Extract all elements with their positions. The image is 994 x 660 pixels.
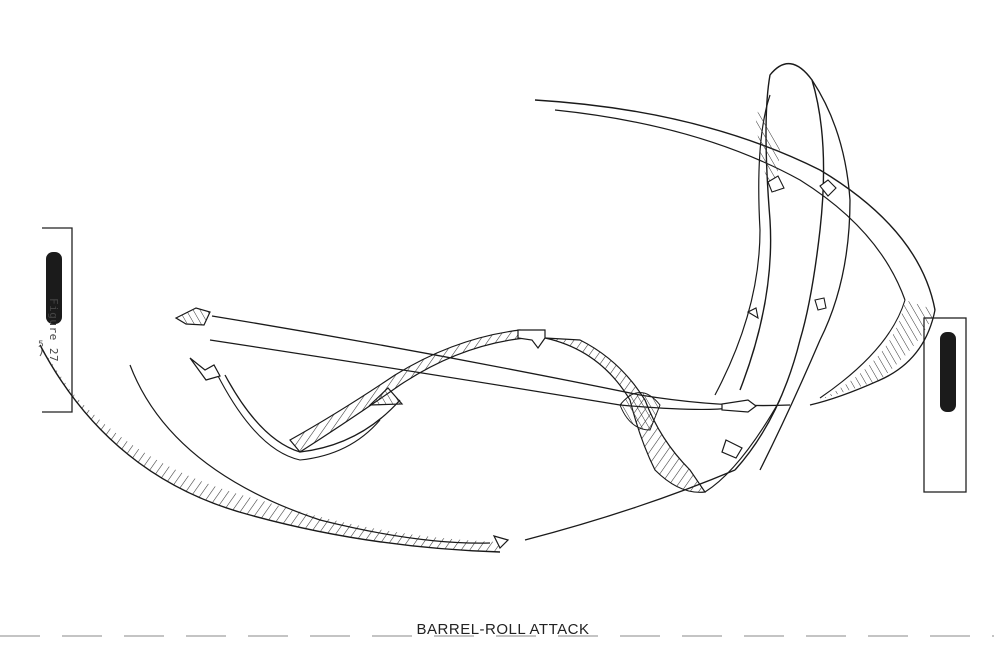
diagram-caption: BARREL-ROLL ATTACK [0,621,994,638]
aircraft-icon [190,358,220,380]
aircraft-symbols [176,176,836,548]
aircraft-icon [722,400,756,412]
aircraft-icon [176,308,210,325]
right-margin-mark [924,318,966,492]
figure-label: Figure 27 [47,298,60,362]
margin-mark-number: 5 [38,340,44,350]
barrel-roll-twist [290,330,780,492]
lower-sweep-ribbon [40,345,735,552]
aircraft-icon [815,298,826,310]
aircraft-icon [722,440,742,458]
caption-text: BARREL-ROLL ATTACK [417,621,590,638]
right-black-marker [940,332,956,412]
approach-lines [210,316,790,409]
aircraft-icon [518,330,545,348]
